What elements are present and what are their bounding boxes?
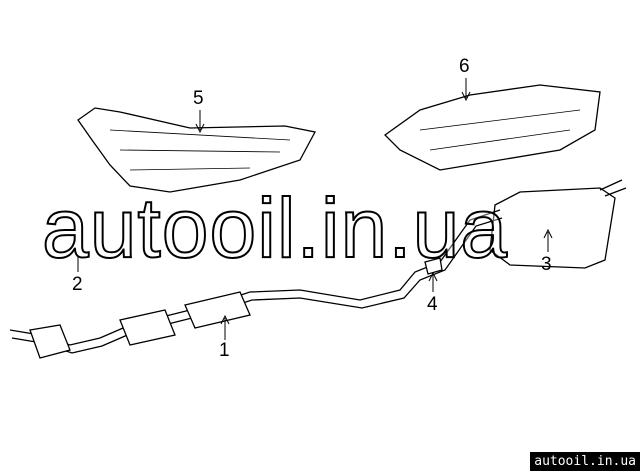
heat-shield-5 xyxy=(77,107,316,193)
leader-6 xyxy=(461,78,471,102)
gasket-4 xyxy=(424,257,443,275)
callout-1: 1 xyxy=(219,340,230,361)
callout-4: 4 xyxy=(427,294,438,315)
muffler-3 xyxy=(489,187,616,269)
heat-shield-6 xyxy=(383,84,601,171)
callout-2: 2 xyxy=(72,274,83,295)
catalytic-converter xyxy=(29,291,251,359)
watermark-badge: autooil.in.ua xyxy=(530,452,640,471)
leader-3 xyxy=(543,228,553,252)
watermark: autooil.in.ua xyxy=(41,180,509,276)
leader-5 xyxy=(195,110,205,134)
callout-6: 6 xyxy=(459,56,470,77)
leader-4 xyxy=(428,271,438,292)
callout-3: 3 xyxy=(541,254,552,275)
callout-5: 5 xyxy=(193,88,204,109)
leader-1 xyxy=(220,314,230,340)
tail-pipe xyxy=(599,179,627,197)
